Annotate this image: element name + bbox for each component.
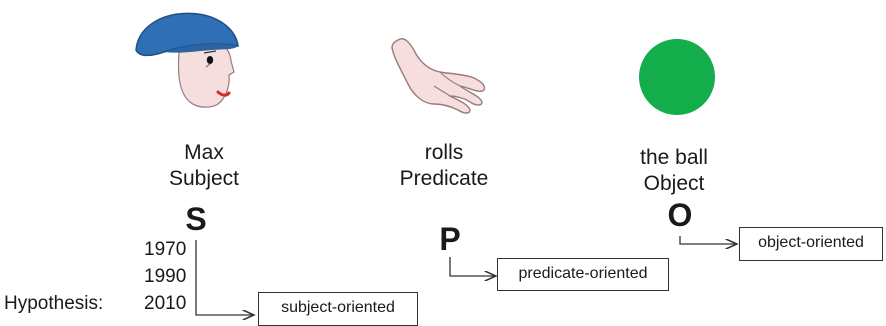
subject-role: Subject — [168, 167, 240, 190]
arrow-predicate-oriented — [449, 257, 496, 276]
predicate-letter: P — [439, 221, 461, 257]
subject-name: Max — [184, 141, 224, 164]
hand-icon — [391, 38, 486, 114]
object-role: Object — [643, 172, 705, 195]
hypothesis-label: Hypothesis: — [4, 293, 104, 314]
predicate-role: Predicate — [399, 167, 489, 190]
object-oriented-box: object-oriented — [739, 227, 883, 261]
subject-caption: Max Subject — [124, 140, 284, 192]
predicate-name: rolls — [424, 141, 464, 164]
year-1970: 1970 — [144, 239, 187, 260]
year-2010: 2010 — [144, 293, 187, 314]
object-letter: O — [667, 197, 693, 233]
arrow-subject-oriented — [195, 240, 254, 315]
subject-letter: S — [185, 201, 207, 237]
object-name: the ball — [640, 146, 708, 169]
subject-oriented-box: subject-oriented — [258, 292, 418, 326]
object-caption: the ball Object — [594, 145, 754, 197]
head-with-cap-icon — [135, 12, 239, 108]
predicate-oriented-box: predicate-oriented — [497, 258, 669, 291]
green-ball-icon — [639, 39, 715, 115]
predicate-caption: rolls Predicate — [364, 140, 524, 192]
year-1990: 1990 — [144, 266, 187, 287]
arrow-object-oriented — [679, 236, 737, 244]
